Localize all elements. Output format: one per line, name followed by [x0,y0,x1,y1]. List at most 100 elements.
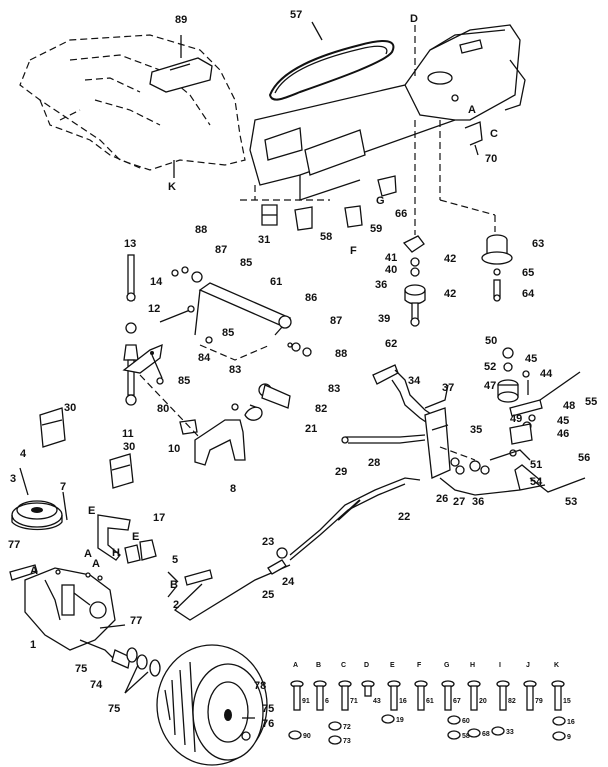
callout-A-top: A [468,104,476,116]
legend-part-6: 6 [325,698,329,705]
callout-70: 70 [485,153,497,165]
part-47-knob [497,347,519,403]
callout-27: 27 [453,496,465,508]
callout-45-b: 45 [557,415,569,427]
callout-87-a: 87 [215,244,227,256]
legend-part-61: 61 [426,698,434,705]
callout-85-c: 85 [178,375,190,387]
legend-bolt-shank-F [417,685,425,711]
legend-letter-B: B [316,662,321,669]
part-61-shaft [194,282,292,336]
callout-A1: A [30,565,38,577]
callout-24: 24 [282,576,295,588]
legend-bolt-shank-E [390,685,398,711]
callout-A2: A [84,548,92,560]
callout-46: 46 [557,428,569,440]
callout-28: 28 [368,457,380,469]
callout-75-b: 75 [108,703,120,715]
part-70-bracket [464,121,483,156]
callout-4: 4 [20,448,27,460]
callout-26: 26 [436,493,448,505]
callout-75-a: 75 [75,663,87,675]
callout-7: 7 [60,481,66,493]
callout-57: 57 [290,9,302,21]
callout-53: 53 [565,496,577,508]
callout-88-b: 88 [335,348,347,360]
callout-86: 86 [305,292,317,304]
callout-36-a: 36 [375,279,387,291]
part-49-bracket [509,423,533,445]
part-37-spring [424,384,449,409]
callout-A3: A [92,558,100,570]
callout-10: 10 [168,443,180,455]
part-30-bracket-lower [109,453,134,489]
legend-nut-shape-16 [552,716,566,726]
callout-85-b: 85 [222,327,234,339]
part-59-clip [344,205,363,228]
legend-bolt-shank-A [293,685,301,711]
part-B-spring [184,569,213,586]
legend-letter-I: I [499,662,501,669]
legend-letter-D: D [364,662,369,669]
callout-D: D [410,13,418,25]
legend-part-79: 79 [535,698,543,705]
part-84-link [159,309,191,323]
callout-14: 14 [150,276,163,288]
callout-42-a: 42 [444,253,456,265]
callout-25: 25 [262,589,274,601]
part-34-assembly [424,407,451,479]
callout-78: 78 [254,680,266,692]
callout-H: H [112,547,120,559]
part-80-bracket [122,343,163,374]
part-82-arm [258,383,291,409]
callout-42-b: 42 [444,288,456,300]
callout-65: 65 [522,267,534,279]
legend-nut-shape-68 [467,728,481,738]
callout-30-b: 30 [123,441,135,453]
callout-21: 21 [305,423,317,435]
legend-letter-A: A [293,662,298,669]
legend-part-82: 82 [508,698,516,705]
callout-45-a: 45 [525,353,537,365]
callout-22: 22 [398,511,410,523]
callout-11: 11 [122,428,134,440]
callout-77-a: 77 [8,539,20,551]
callout-51: 51 [530,459,542,471]
legend-bolt-shank-H [470,685,478,711]
part-5-clamp [124,539,157,564]
callout-64: 64 [522,288,535,300]
callout-13: 13 [124,238,136,250]
legend-part-71: 71 [350,698,358,705]
legend-nut-19: 19 [396,717,404,724]
part-3-pulley [11,500,63,531]
callout-77-b: 77 [130,615,142,627]
legend-nut-shape-60 [447,715,461,725]
callout-2: 2 [173,599,179,611]
callout-12: 12 [148,303,160,315]
legend-nut-shape-19 [381,714,395,724]
part-58-clip [294,206,313,231]
callout-K: K [168,181,176,193]
part-89-cover [149,35,213,93]
callout-23: 23 [262,536,274,548]
legend-nut-72: 72 [343,724,351,731]
callout-B-mid: B [170,579,178,591]
part-66-bracket [377,175,397,197]
legend-part-16: 16 [399,698,407,705]
legend-part-15: 15 [563,698,571,705]
callout-84: 84 [198,352,211,364]
legend-bolt-shank-K [554,685,562,711]
callout-58: 58 [320,231,332,243]
legend-nut-58: 58 [462,733,470,740]
legend-letter-H: H [470,662,475,669]
callout-62: 62 [385,338,397,350]
legend-letter-J: J [526,662,530,669]
callout-88-a: 88 [195,224,207,236]
callout-50: 50 [485,335,497,347]
callout-36-b: 36 [472,496,484,508]
legend-letter-C: C [341,662,346,669]
callout-74: 74 [90,679,103,691]
callout-5: 5 [172,554,178,566]
